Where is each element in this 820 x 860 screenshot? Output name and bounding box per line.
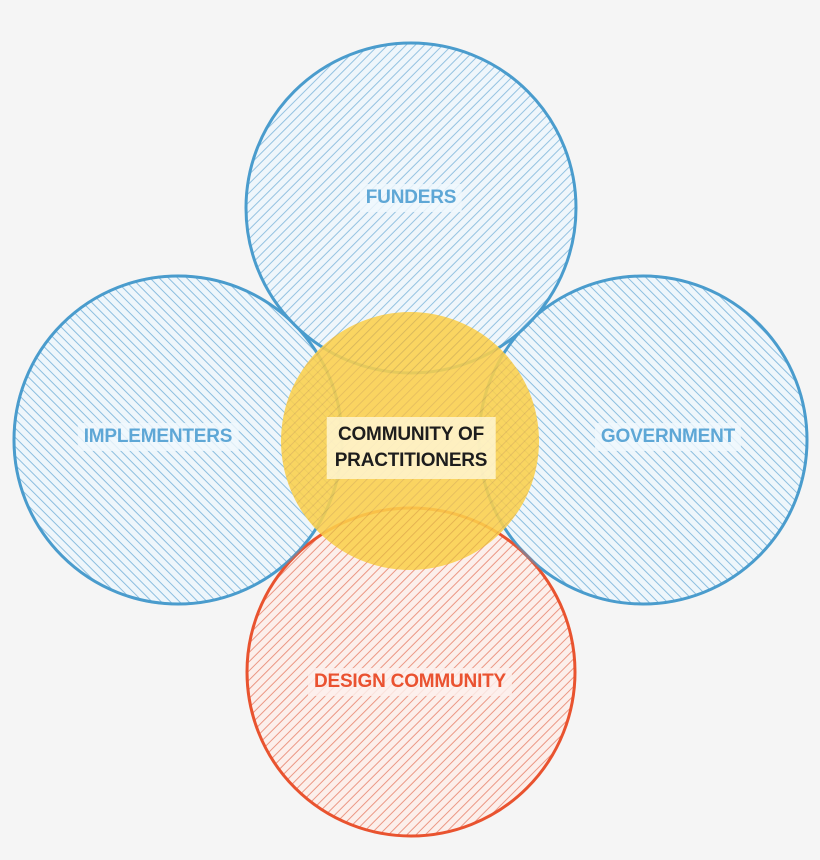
label-line-2: PRACTITIONERS [334,450,488,471]
label-implementers: IMPLEMENTERS [77,423,239,451]
label-design-community: DESIGN COMMUNITY [307,668,513,696]
label-government: GOVERNMENT [594,423,742,451]
label-funders: FUNDERS [359,184,463,212]
label-community-of-practitioners: COMMUNITY OF PRACTITIONERS [326,417,496,479]
label-line-1: COMMUNITY OF [337,424,485,445]
